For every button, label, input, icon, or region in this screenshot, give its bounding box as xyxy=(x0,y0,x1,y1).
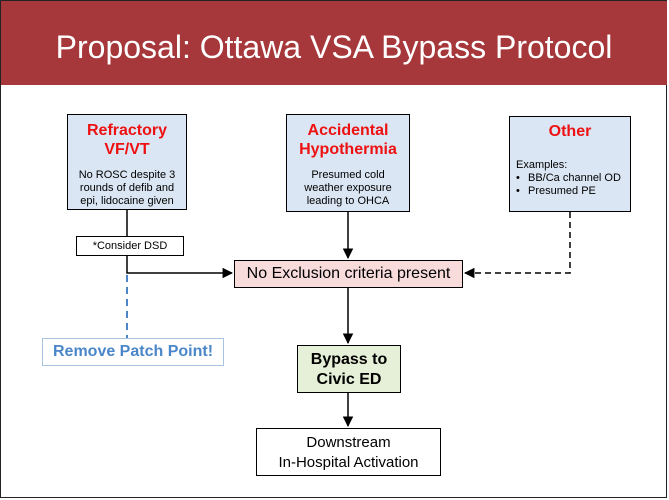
vfvt-heading-line2: VF/VT xyxy=(104,141,150,158)
box-other: Other Examples: BB/Ca channel OD Presume… xyxy=(509,116,631,212)
title-bar: Proposal: Ottawa VSA Bypass Protocol xyxy=(1,1,667,85)
dashed-arrow-other-to-exclusion xyxy=(463,212,571,279)
hypothermia-desc-line1: Presumed cold xyxy=(311,169,385,181)
box-consider-dsd: *Consider DSD xyxy=(76,236,184,256)
vfvt-desc-line3: epi, lidocaine given xyxy=(80,195,174,207)
box-no-exclusion: No Exclusion criteria present xyxy=(234,260,463,288)
box-remove-patch-point: Remove Patch Point! xyxy=(42,338,224,366)
patch-label: Remove Patch Point! xyxy=(52,343,214,360)
other-examples-list: BB/Ca channel OD Presumed PE xyxy=(516,172,630,198)
box-refractory-vfvt: Refractory VF/VT No ROSC despite 3 round… xyxy=(67,114,187,210)
box-accidental-hypothermia: Accidental Hypothermia Presumed cold wea… xyxy=(286,114,410,212)
other-examples-label: Examples: xyxy=(516,159,568,171)
arrow-vfvt-to-exclusion xyxy=(126,256,234,279)
vfvt-desc-line1: No ROSC despite 3 xyxy=(78,169,176,181)
box-bypass-civic-ed: Bypass to Civic ED xyxy=(297,345,401,393)
vfvt-desc-line2: rounds of defib and xyxy=(79,182,175,194)
box-downstream-activation: Downstream In-Hospital Activation xyxy=(256,428,441,476)
other-heading: Other xyxy=(548,123,592,140)
vfvt-heading-line1: Refractory xyxy=(86,122,168,139)
hypothermia-heading-line1: Accidental xyxy=(307,122,389,139)
hypothermia-desc-line2: weather exposure xyxy=(304,182,392,194)
exclusion-label: No Exclusion criteria present xyxy=(246,265,451,282)
bypass-line1: Bypass to xyxy=(310,351,388,368)
list-item: BB/Ca channel OD xyxy=(516,172,630,185)
slide-title: Proposal: Ottawa VSA Bypass Protocol xyxy=(55,29,613,65)
downstream-line1: Downstream xyxy=(306,434,391,451)
dsd-label: *Consider DSD xyxy=(92,240,168,252)
hypothermia-heading-line2: Hypothermia xyxy=(299,141,397,158)
list-item: Presumed PE xyxy=(516,185,630,198)
hypothermia-desc-line3: leading to OHCA xyxy=(306,195,390,207)
bypass-line2: Civic ED xyxy=(316,371,382,388)
downstream-line2: In-Hospital Activation xyxy=(278,454,419,471)
